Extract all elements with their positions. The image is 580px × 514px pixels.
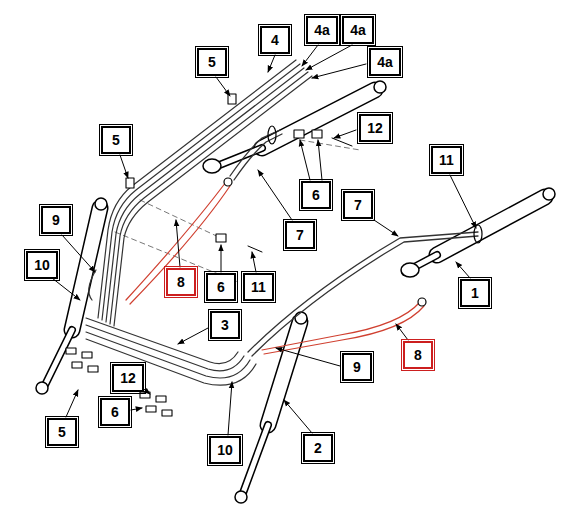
callout-number: 5 (208, 55, 216, 69)
callout-number: 4a (314, 23, 330, 37)
callout-box: 8 (166, 268, 196, 296)
callout-number: 4a (350, 23, 366, 37)
callout-box: 10 (209, 436, 241, 464)
callout-number: 4 (271, 33, 279, 47)
callout-box: 5 (47, 418, 77, 446)
callout-number: 6 (312, 188, 320, 202)
callout-number: 7 (296, 228, 304, 242)
callout-box: 6 (100, 398, 130, 426)
callout-number: 9 (52, 213, 60, 227)
callout-box: 6 (301, 181, 331, 209)
callout-box: 3 (210, 311, 240, 339)
callout-number: 7 (354, 198, 362, 212)
callout-box: 5 (197, 48, 227, 76)
callout-number: 5 (58, 425, 66, 439)
callout-box: 1 (460, 279, 490, 307)
callout-number: 12 (120, 371, 136, 385)
callout-box: 4a (306, 16, 338, 44)
callout-box: 11 (243, 273, 274, 301)
callout-box: 6 (206, 273, 236, 301)
callout-number: 10 (217, 443, 233, 457)
callout-box: 9 (41, 206, 71, 234)
callout-number: 9 (353, 360, 361, 374)
callout-box: 12 (359, 114, 391, 142)
callout-number: 4a (377, 55, 393, 69)
callout-box: 4a (369, 48, 401, 76)
callout-number: 1 (471, 286, 479, 300)
callout-box: 2 (303, 434, 333, 462)
callout-number: 8 (414, 348, 422, 362)
callout-box: 4a (342, 16, 374, 44)
callout-box: 10 (26, 251, 58, 279)
callout-box: 7 (343, 191, 373, 219)
callout-number: 6 (217, 280, 225, 294)
callout-number: 11 (439, 153, 454, 167)
callout-box: 4 (260, 26, 290, 54)
callout-number: 12 (367, 121, 383, 135)
callout-box: 5 (101, 126, 131, 154)
callout-number: 5 (112, 133, 120, 147)
callout-box: 8 (403, 341, 433, 369)
callout-box: 11 (431, 146, 462, 174)
callout-number: 8 (177, 275, 185, 289)
callout-box: 7 (285, 221, 315, 249)
callout-box: 12 (112, 364, 144, 392)
callout-number: 11 (251, 280, 266, 294)
callout-number: 6 (111, 405, 119, 419)
callout-box: 9 (342, 353, 372, 381)
callout-number: 10 (34, 258, 50, 272)
callout-number: 2 (314, 441, 322, 455)
callout-number: 3 (221, 318, 229, 332)
